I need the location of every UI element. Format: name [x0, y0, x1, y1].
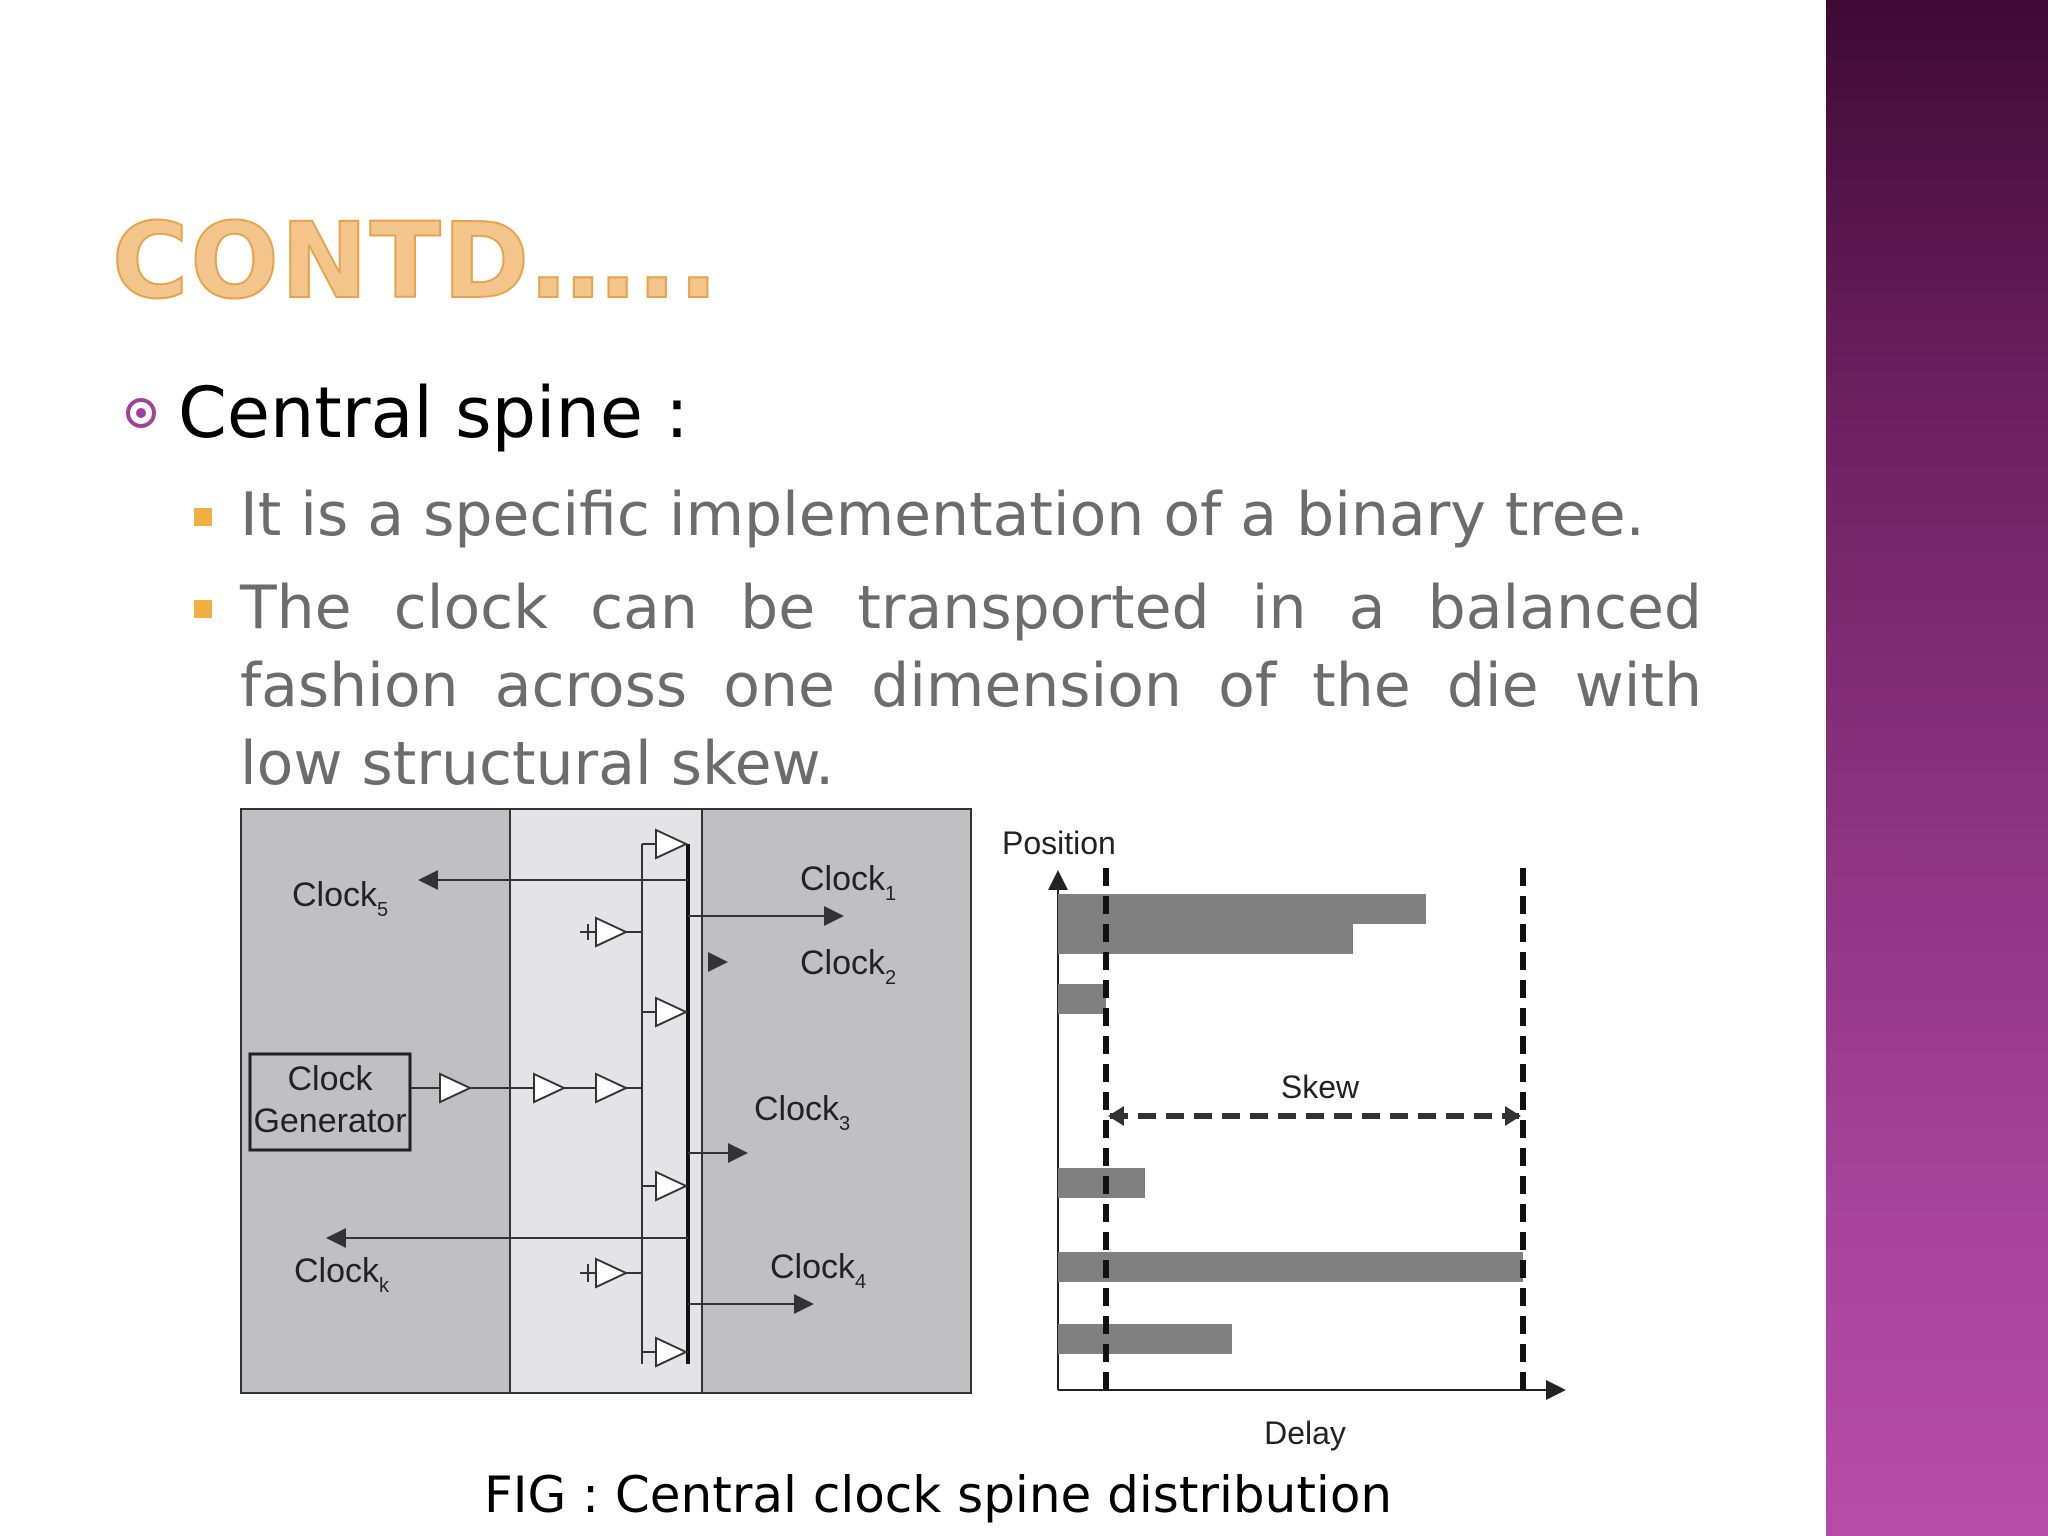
main-bullet-text: Central spine :: [178, 372, 689, 454]
clock-label-3: Clock3: [754, 1090, 850, 1135]
skew-arrowhead: [1505, 1106, 1521, 1126]
delay-skew-chart: Position Skew Delay: [1002, 825, 1566, 1451]
delay-bar: [1058, 1252, 1523, 1282]
subbullet-2: The clock can be transported in a balanc…: [240, 573, 1702, 799]
clock-label-1: Clock1: [800, 860, 896, 905]
delay-bar: [1058, 984, 1106, 1014]
figure-caption: FIG : Central clock spine distribution: [484, 1466, 1393, 1524]
x-axis-label: Delay: [1264, 1415, 1346, 1451]
delay-bar: [1058, 894, 1426, 924]
subbullet-1: It is a specific implementation of a bin…: [240, 480, 1645, 550]
skew-arrowhead: [1108, 1106, 1124, 1126]
square-bullet-icon: [194, 508, 212, 526]
square-bullet-icon: [194, 600, 212, 618]
spine-column: [509, 808, 703, 1394]
delay-bar: [1058, 1324, 1232, 1354]
decorative-side-band: [1826, 0, 2048, 1536]
circle-bullet-icon: [126, 398, 156, 428]
delay-bar: [1058, 1168, 1145, 1198]
y-axis-label: Position: [1002, 825, 1116, 861]
clock-label-4: Clock4: [770, 1248, 866, 1293]
clock-label-5: Clock5: [292, 876, 388, 921]
clock-label-2: Clock2: [800, 944, 896, 989]
slide-title: CONTD…..: [111, 199, 721, 323]
main-bullet: Central spine :: [126, 372, 689, 454]
clock-generator-label-1: Clock: [287, 1060, 373, 1098]
skew-label: Skew: [1281, 1069, 1360, 1105]
delay-bar: [1058, 924, 1353, 954]
clock-label-k: Clockk: [294, 1252, 390, 1297]
spine-diagram: Clock Generator Clock5 Clock1 Clock2 Clo…: [240, 808, 972, 1394]
clock-generator-box: [248, 1052, 412, 1152]
clock-generator-label-2: Generator: [253, 1102, 406, 1140]
